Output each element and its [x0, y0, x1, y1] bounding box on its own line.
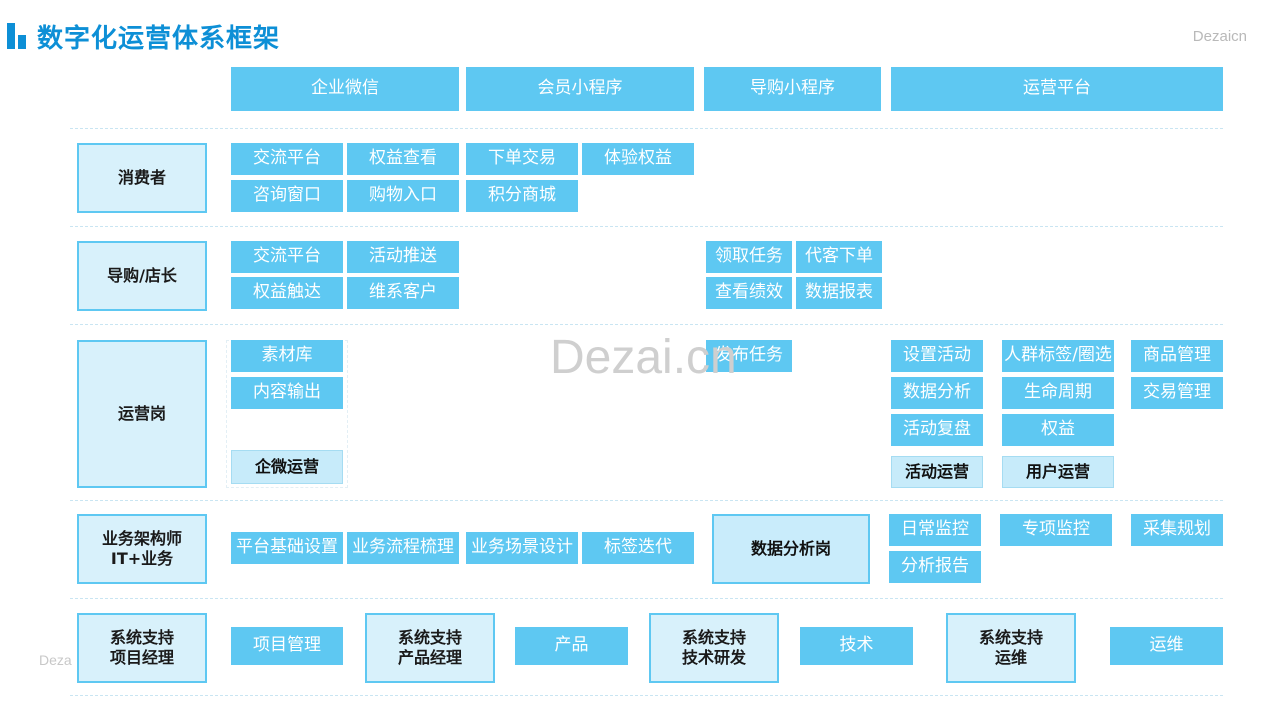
column-header-wechat-work: 企业微信	[231, 67, 459, 111]
column-header-guide-miniapp: 导购小程序	[704, 67, 881, 111]
title-bar-icon	[7, 23, 27, 49]
role-line: 运维	[994, 648, 1027, 667]
ops-item: 内容输出	[231, 377, 343, 409]
role-data-analyst: 数据分析岗	[712, 514, 870, 584]
guide-item: 领取任务	[706, 241, 792, 273]
consumer-item: 权益查看	[347, 143, 459, 175]
guide-item: 交流平台	[231, 241, 343, 273]
ops-item: 权益	[1002, 414, 1114, 446]
role-line: 系统支持	[978, 628, 1043, 647]
separator	[70, 695, 1223, 696]
consumer-item: 体验权益	[582, 143, 694, 175]
biz-item: 日常监控	[889, 514, 981, 546]
consumer-item: 下单交易	[466, 143, 578, 175]
consumer-item: 积分商城	[466, 180, 578, 212]
role-line: 业务架构师	[101, 529, 182, 548]
guide-item: 查看绩效	[706, 277, 792, 309]
guide-item: 活动推送	[347, 241, 459, 273]
biz-item: 业务流程梳理	[347, 532, 459, 564]
ops-group-label: 活动运营	[891, 456, 983, 488]
guide-item: 权益触达	[231, 277, 343, 309]
role-line: 技术研发	[681, 648, 746, 667]
biz-item: 采集规划	[1131, 514, 1223, 546]
role-support-pm: 系统支持 项目经理	[77, 613, 207, 683]
support-item: 项目管理	[231, 627, 343, 665]
biz-item: 业务场景设计	[466, 532, 578, 564]
role-line: 系统支持	[109, 628, 174, 647]
role-support-product: 系统支持 产品经理	[365, 613, 495, 683]
ops-item: 人群标签/圈选	[1002, 340, 1114, 372]
biz-item: 平台基础设置	[231, 532, 343, 564]
ops-item: 素材库	[231, 340, 343, 372]
role-ops: 运营岗	[77, 340, 207, 488]
brand-label: Dezaicn	[1192, 28, 1247, 45]
consumer-item: 购物入口	[347, 180, 459, 212]
title-bar: 数字化运营体系框架	[7, 16, 280, 56]
ops-item: 交易管理	[1131, 377, 1223, 409]
guide-item: 维系客户	[347, 277, 459, 309]
consumer-item: 咨询窗口	[231, 180, 343, 212]
support-item: 运维	[1110, 627, 1223, 665]
consumer-item: 交流平台	[231, 143, 343, 175]
column-header-ops-platform: 运营平台	[891, 67, 1223, 111]
biz-item: 分析报告	[889, 551, 981, 583]
ops-item: 设置活动	[891, 340, 983, 372]
support-item: 产品	[515, 627, 628, 665]
guide-item: 代客下单	[796, 241, 882, 273]
ops-item: 商品管理	[1131, 340, 1223, 372]
biz-item: 标签迭代	[582, 532, 694, 564]
role-line: 产品经理	[397, 648, 462, 667]
ops-item: 生命周期	[1002, 377, 1114, 409]
ops-group-label: 用户运营	[1002, 456, 1114, 488]
role-line: 项目经理	[109, 648, 174, 667]
role-consumer: 消费者	[77, 143, 207, 213]
separator	[70, 324, 1223, 325]
biz-item: 专项监控	[1000, 514, 1112, 546]
watermark: Dezai.cn	[550, 331, 737, 384]
ops-item: 数据分析	[891, 377, 983, 409]
page-title: 数字化运营体系框架	[37, 23, 281, 54]
role-business-architect: 业务架构师 IT+业务	[77, 514, 207, 584]
ops-item: 发布任务	[706, 340, 792, 372]
role-support-ops: 系统支持 运维	[946, 613, 1076, 683]
ops-item: 活动复盘	[891, 414, 983, 446]
column-header-member-miniapp: 会员小程序	[466, 67, 694, 111]
role-line: 系统支持	[681, 628, 746, 647]
role-line: 系统支持	[397, 628, 462, 647]
ops-group-label: 企微运营	[231, 450, 343, 484]
separator	[70, 598, 1223, 599]
separator	[70, 226, 1223, 227]
support-item: 技术	[800, 627, 913, 665]
role-line: IT+业务	[110, 549, 174, 568]
separator	[70, 500, 1223, 501]
separator	[70, 128, 1223, 129]
watermark-small: Deza	[39, 652, 72, 668]
role-support-tech: 系统支持 技术研发	[649, 613, 779, 683]
role-guide: 导购/店长	[77, 241, 207, 311]
guide-item: 数据报表	[796, 277, 882, 309]
